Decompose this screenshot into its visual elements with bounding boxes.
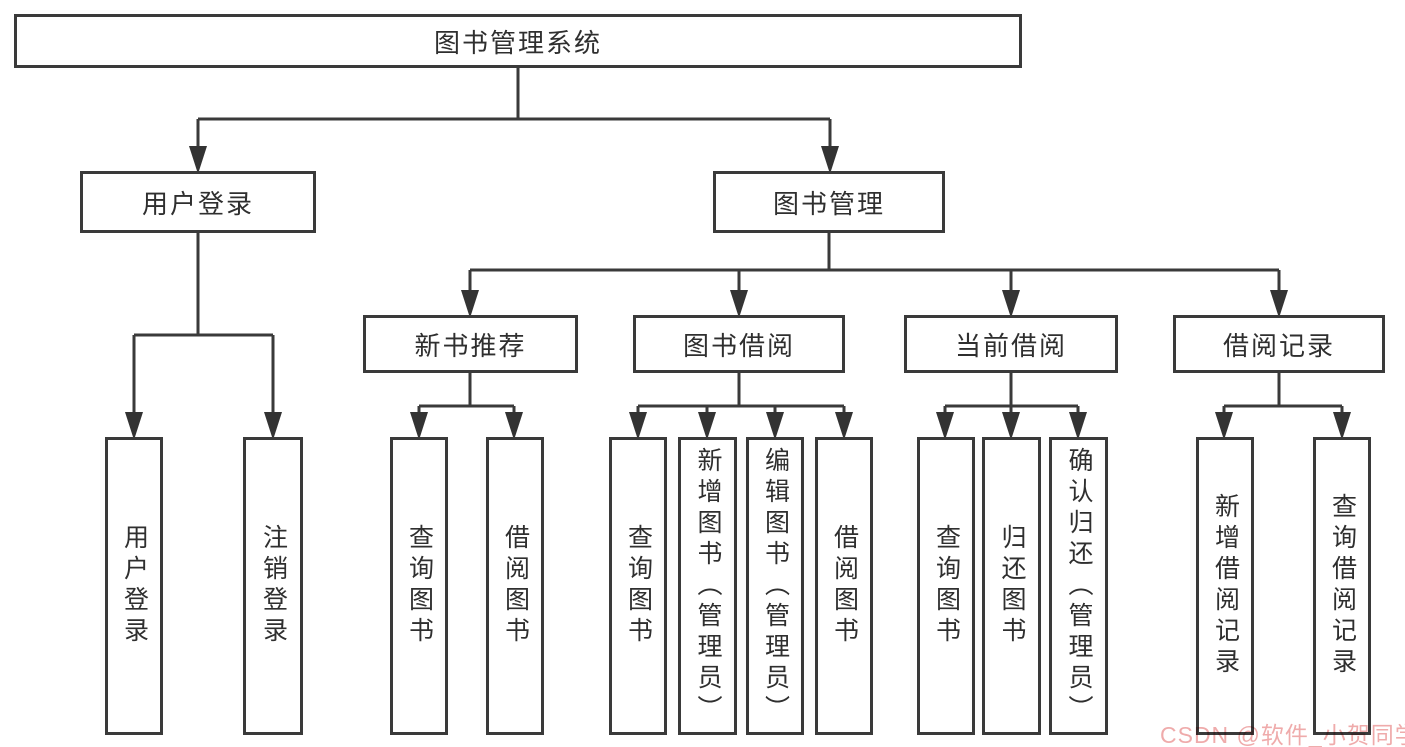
- leaf-add-books-admin-label: 新增图书（管理员）: [694, 446, 722, 726]
- leaf-logout-label: 注销登录: [259, 524, 288, 648]
- leaf-current-query-books: 查询图书: [917, 437, 975, 735]
- leaf-borrow-books: 借阅图书: [815, 437, 873, 735]
- csdn-watermark: CSDN @软件_小贺同学: [1160, 722, 1405, 747]
- leaf-add-books-admin: 新增图书（管理员）: [678, 437, 737, 735]
- leaf-borrow-query-books-label: 查询图书: [624, 524, 653, 648]
- leaf-add-borrow-record: 新增借阅记录: [1196, 437, 1254, 735]
- leaf-recommend-query-books-label: 查询图书: [405, 524, 434, 648]
- node-book-management-label: 图书管理: [772, 188, 885, 219]
- node-book-management: 图书管理: [713, 171, 945, 233]
- leaf-edit-books-admin-label: 编辑图书（管理员）: [761, 446, 790, 726]
- node-new-book-recommend: 新书推荐: [363, 315, 578, 373]
- leaf-confirm-return-admin: 确认归还（管理员）: [1049, 437, 1108, 735]
- node-book-borrow: 图书借阅: [633, 315, 845, 373]
- leaf-confirm-return-admin-label: 确认归还（管理员）: [1065, 446, 1093, 726]
- leaf-borrow-books-label: 借阅图书: [830, 524, 859, 648]
- leaf-query-borrow-record: 查询借阅记录: [1313, 437, 1371, 735]
- leaf-recommend-query-books: 查询图书: [390, 437, 448, 735]
- leaf-logout: 注销登录: [243, 437, 303, 735]
- node-user-login-label: 用户登录: [141, 188, 254, 219]
- leaf-user-login-label: 用户登录: [120, 524, 149, 648]
- leaf-borrow-query-books: 查询图书: [609, 437, 667, 735]
- leaf-user-login: 用户登录: [105, 437, 163, 735]
- leaf-recommend-borrow-books-label: 借阅图书: [501, 524, 530, 648]
- node-root-label: 图书管理系统: [433, 27, 602, 58]
- node-root: 图书管理系统: [14, 14, 1022, 68]
- leaf-add-borrow-record-label: 新增借阅记录: [1211, 493, 1240, 679]
- leaf-return-books-label: 归还图书: [998, 524, 1026, 648]
- leaf-return-books: 归还图书: [982, 437, 1041, 735]
- leaf-current-query-books-label: 查询图书: [932, 524, 961, 648]
- node-new-book-recommend-label: 新书推荐: [414, 330, 527, 361]
- node-book-borrow-label: 图书借阅: [682, 330, 795, 361]
- node-user-login: 用户登录: [80, 171, 316, 233]
- node-current-borrow: 当前借阅: [904, 315, 1118, 373]
- node-current-borrow-label: 当前借阅: [954, 330, 1067, 361]
- leaf-query-borrow-record-label: 查询借阅记录: [1328, 493, 1357, 679]
- leaf-edit-books-admin: 编辑图书（管理员）: [746, 437, 804, 735]
- leaf-recommend-borrow-books: 借阅图书: [486, 437, 544, 735]
- node-borrow-records-label: 借阅记录: [1222, 330, 1335, 361]
- node-borrow-records: 借阅记录: [1173, 315, 1385, 373]
